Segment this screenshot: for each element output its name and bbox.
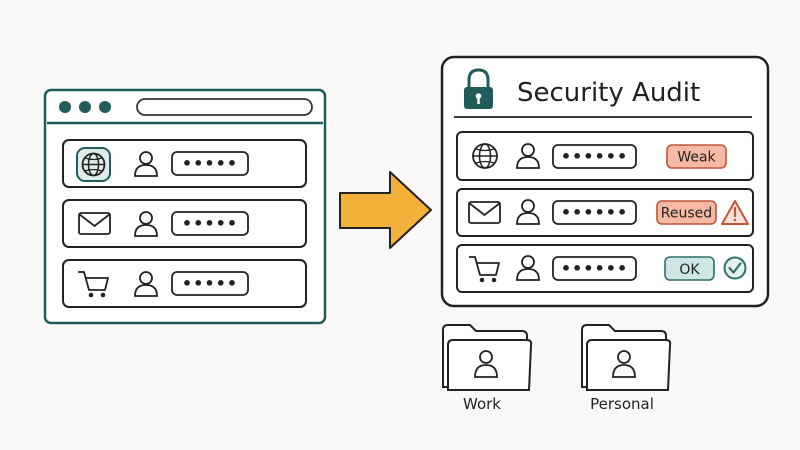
- user-icon: [516, 255, 540, 281]
- audit-row-1[interactable]: •••••• Weak: [456, 131, 754, 181]
- password-field[interactable]: •••••: [171, 211, 249, 236]
- left-row-2[interactable]: •••••: [62, 199, 307, 248]
- mail-icon: [468, 201, 501, 224]
- cart-icon: [78, 271, 109, 298]
- user-icon: [516, 143, 540, 169]
- user-icon: [134, 271, 158, 297]
- folder-label: Work: [463, 395, 501, 413]
- left-password-window: ••••• •••••: [43, 88, 327, 325]
- password-mask: •••••: [182, 154, 238, 173]
- audit-row-2[interactable]: •••••• Reused: [456, 188, 754, 237]
- password-mask: ••••••: [561, 259, 628, 278]
- window-dot-3: [99, 101, 111, 113]
- user-icon: [612, 350, 636, 378]
- arrow-right-icon: [339, 171, 432, 249]
- user-icon: [474, 350, 498, 378]
- security-audit-window: Security Audit •••••• Weak: [440, 55, 770, 308]
- folder-personal[interactable]: Personal: [581, 324, 672, 413]
- window-dot-2: [79, 101, 91, 113]
- folder-label: Personal: [590, 395, 654, 413]
- status-badge-label: OK: [679, 262, 700, 278]
- password-field[interactable]: ••••••: [552, 200, 637, 225]
- password-mask: ••••••: [561, 203, 628, 222]
- left-row-1[interactable]: •••••: [62, 139, 307, 188]
- password-mask: •••••: [182, 214, 238, 233]
- window-dot-1: [59, 101, 71, 113]
- status-badge-label: Weak: [677, 150, 716, 166]
- status-badge-reused: Reused: [656, 200, 717, 225]
- lock-icon: [464, 68, 493, 109]
- password-field[interactable]: •••••: [171, 151, 249, 176]
- password-field[interactable]: ••••••: [552, 256, 637, 281]
- globe-icon: [76, 147, 111, 182]
- audit-row-3[interactable]: •••••• OK: [456, 244, 754, 293]
- audit-title: Security Audit: [517, 78, 700, 108]
- password-field[interactable]: ••••••: [552, 144, 637, 169]
- cart-icon: [469, 256, 500, 283]
- password-field[interactable]: •••••: [171, 271, 249, 296]
- globe-icon: [472, 143, 498, 169]
- user-icon: [134, 211, 158, 237]
- left-row-3[interactable]: •••••: [62, 259, 307, 308]
- status-badge-weak: Weak: [666, 144, 727, 169]
- mail-icon: [78, 212, 111, 235]
- user-icon: [134, 151, 158, 177]
- warning-icon: [721, 200, 749, 225]
- address-bar[interactable]: [136, 98, 313, 116]
- folder-work[interactable]: Work: [442, 324, 533, 413]
- password-mask: •••••: [182, 274, 238, 293]
- status-badge-label: Reused: [661, 206, 712, 222]
- password-mask: ••••••: [561, 147, 628, 166]
- status-badge-ok: OK: [664, 256, 715, 281]
- user-icon: [516, 199, 540, 225]
- check-circle-icon: [723, 256, 747, 280]
